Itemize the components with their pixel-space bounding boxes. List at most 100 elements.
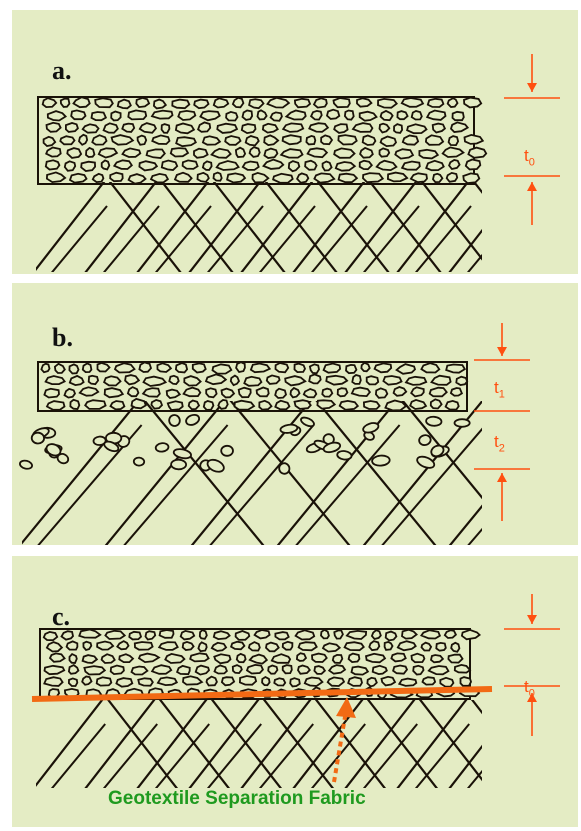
- aggregate-stone: [178, 111, 195, 120]
- aggregate-stone: [357, 98, 371, 107]
- aggregate-stone: [464, 98, 481, 108]
- aggregate-stone: [242, 124, 256, 133]
- aggregate-stone: [297, 173, 308, 182]
- subgrade-line: [460, 206, 523, 274]
- aggregate-stone: [377, 161, 397, 170]
- subgrade-line: [252, 206, 315, 274]
- aggregate-stone: [317, 400, 334, 408]
- aggregate-stone: [364, 401, 380, 409]
- aggregate-stone: [61, 99, 70, 107]
- aggregate-stone: [82, 677, 91, 685]
- aggregate-stone: [117, 641, 128, 649]
- panel-a: a. t0: [12, 10, 578, 274]
- aggregate-stone: [243, 162, 259, 170]
- intruded-stone: [300, 416, 316, 428]
- aggregate-stone: [213, 364, 232, 373]
- aggregate-stone: [397, 111, 407, 119]
- aggregate-stone: [144, 377, 166, 386]
- aggregate-stone: [183, 642, 194, 650]
- aggregate-stone: [334, 124, 347, 133]
- aggregate-stone: [448, 655, 462, 663]
- aggregate-stone: [263, 124, 278, 133]
- aggregate-stone: [237, 654, 246, 662]
- aggregate-stone: [451, 643, 459, 652]
- aggregate-stone: [162, 124, 170, 133]
- subgrade-line: [202, 425, 314, 545]
- dimension-arrowhead: [527, 615, 537, 624]
- aggregate-stone: [222, 389, 235, 398]
- aggregate-stone: [310, 364, 319, 373]
- aggregate-stone: [71, 110, 85, 119]
- aggregate-stone: [273, 174, 293, 183]
- aggregate-stone: [129, 632, 141, 640]
- intruded-stone: [173, 448, 192, 460]
- thickness-label-t0: t0: [524, 677, 535, 699]
- aggregate-stone: [397, 364, 415, 374]
- aggregate-stone: [250, 655, 267, 664]
- subgrade-line: [286, 178, 448, 274]
- intruded-stone: [337, 450, 352, 460]
- aggregate-stone: [428, 99, 444, 107]
- intruded-stone: [168, 414, 181, 428]
- aggregate-stone: [456, 377, 467, 385]
- aggregate-stone: [324, 364, 341, 373]
- aggregate-stone: [249, 99, 263, 108]
- panel-c-drawing: [12, 556, 578, 827]
- aggregate-stone: [92, 135, 106, 144]
- aggregate-stone: [215, 665, 227, 673]
- aggregate-stone: [275, 632, 288, 639]
- aggregate-stone: [83, 642, 91, 650]
- aggregate-stone: [296, 630, 315, 639]
- aggregate-stone: [66, 123, 78, 132]
- aggregate-stone: [264, 149, 277, 158]
- aggregate-stone: [381, 111, 393, 120]
- aggregate-stone: [465, 135, 483, 144]
- dimension-arrowhead: [497, 347, 507, 356]
- aggregate-stone: [83, 363, 92, 372]
- aggregate-stone: [352, 375, 361, 384]
- aggregate-stone: [157, 363, 171, 372]
- aggregate-stone: [176, 137, 196, 146]
- aggregate-stone: [44, 632, 57, 640]
- aggregate-stone: [119, 654, 133, 662]
- aggregate-stone: [352, 667, 368, 675]
- aggregate-stone: [255, 630, 270, 638]
- aggregate-stone: [423, 677, 436, 684]
- aggregate-stone: [266, 643, 279, 652]
- aggregate-stone: [348, 677, 362, 686]
- aggregate-stone: [47, 642, 62, 651]
- aggregate-stone: [206, 388, 216, 397]
- aggregate-stone: [172, 100, 189, 109]
- aggregate-stone: [253, 173, 269, 183]
- thickness-label-t0: t0: [524, 146, 535, 168]
- aggregate-stone: [83, 124, 99, 132]
- aggregate-stone: [159, 642, 178, 650]
- aggregate-stone: [193, 363, 206, 372]
- intruded-stone: [185, 413, 201, 427]
- subgrade-line: [130, 178, 292, 274]
- geotextile-callout-label: Geotextile Separation Fabric: [108, 788, 366, 810]
- aggregate-stone: [62, 631, 74, 639]
- subgrade-line: [390, 696, 548, 798]
- aggregate-stone: [165, 654, 184, 663]
- subgrade-line: [148, 206, 211, 274]
- aggregate-stone: [140, 123, 156, 133]
- aggregate-stone: [70, 174, 87, 183]
- aggregate-stone: [267, 375, 280, 384]
- aggregate-stone: [67, 148, 81, 158]
- aggregate-stone: [326, 376, 347, 385]
- aggregate-stone: [446, 401, 459, 410]
- aggregate-stone: [385, 401, 406, 411]
- aggregate-stone: [203, 161, 212, 170]
- aggregate-stone: [198, 173, 209, 182]
- aggregate-stone: [240, 676, 256, 685]
- aggregate-stone: [323, 162, 332, 171]
- aggregate-stone: [340, 401, 358, 410]
- aggregate-stone: [462, 630, 480, 639]
- aggregate-stone: [421, 363, 439, 372]
- subgrade-line: [98, 397, 357, 545]
- aggregate-stone: [44, 677, 62, 686]
- subgrade-line: [26, 178, 188, 274]
- aggregate-stone: [114, 160, 132, 169]
- aggregate-stone: [105, 388, 123, 397]
